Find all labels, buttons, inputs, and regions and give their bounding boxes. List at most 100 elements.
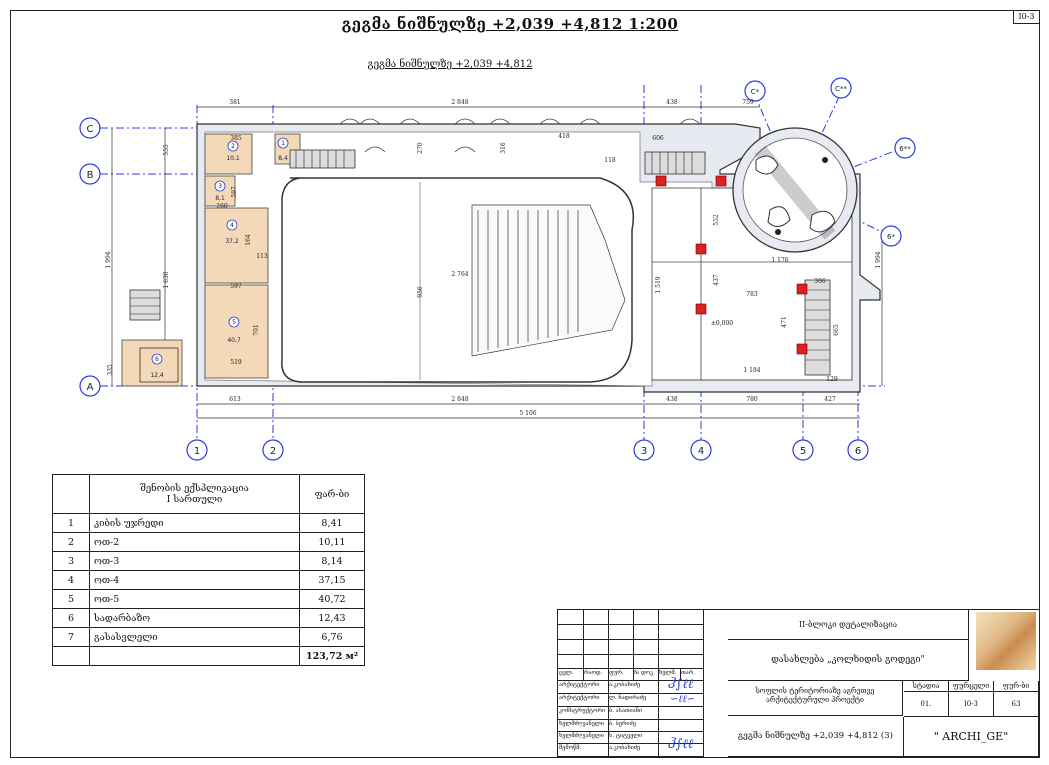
row-area: 37,15 xyxy=(299,570,365,590)
plan-subtitle: გეგმა ნიშნულზე +2,039 +4,812 xyxy=(367,59,533,70)
dim-text: 665 xyxy=(833,324,840,336)
tb-signature-cell xyxy=(658,744,704,757)
room-area: 37,2 xyxy=(225,238,239,245)
room-number: 1 xyxy=(281,140,285,147)
dim-text: 427 xyxy=(824,396,836,403)
room-number: 6 xyxy=(155,356,159,363)
dim-text: 555 xyxy=(163,144,170,156)
dim-text: 316 xyxy=(500,142,507,154)
dim-text: 118 xyxy=(604,157,616,164)
dim-text: 1 994 xyxy=(875,251,882,268)
dim-text: 2 848 xyxy=(451,99,468,106)
tb-project-group: II-ბლოკი დეტალიზაცია xyxy=(728,610,969,640)
axis-label-row: C xyxy=(87,124,94,135)
dim-text: 783 xyxy=(746,291,758,298)
dim-text: 437 xyxy=(713,274,720,286)
tb-sheets-label: ფურ-ბი xyxy=(994,681,1039,692)
room-area: 8,1 xyxy=(215,195,225,202)
total-empty xyxy=(52,646,90,666)
axis-label-row: A xyxy=(87,382,94,393)
dim-text: 164 xyxy=(245,234,252,246)
dim-text: 1 176 xyxy=(771,257,788,264)
firm-logo xyxy=(976,612,1036,670)
tb-sheet-title: გეგმა ნიშნულზე +2,039 +4,812 (3) xyxy=(728,717,904,757)
row-area: 10,11 xyxy=(299,532,365,552)
dim-text: 113 xyxy=(256,253,268,260)
row-name: გასასვლელი xyxy=(89,627,300,647)
tb-empty-cell xyxy=(633,640,659,655)
tb-empty-cell xyxy=(658,610,704,625)
dim-text: 1 519 xyxy=(655,276,662,293)
dim-text: 418 xyxy=(558,133,570,140)
total-area: 123,72 м² xyxy=(299,646,365,666)
dim-text: 759 xyxy=(742,99,754,106)
row-area: 8,41 xyxy=(299,513,365,533)
dim-text: 1 184 xyxy=(743,367,760,374)
axis-label-radial: C** xyxy=(835,85,847,93)
table-header-area: ფარ-ბი xyxy=(299,474,365,514)
tb-sheet-label: ფურცელი xyxy=(949,681,994,692)
tb-person-name: ა.კობახიძე xyxy=(608,681,659,694)
row-no: 4 xyxy=(52,570,90,590)
page-title: გეგმა ნიშნულზე +2,039 +4,812 1:200 xyxy=(341,15,679,33)
tb-empty-cell xyxy=(558,610,584,625)
dim-text: 385 xyxy=(230,135,242,142)
row-name: სადარბაზო xyxy=(89,608,300,628)
room-number: 5 xyxy=(232,319,236,326)
tb-empty-cell xyxy=(558,640,584,655)
tb-role-head: ფურ. xyxy=(608,669,634,681)
dim-text: 381 xyxy=(229,99,240,106)
tb-empty-cell xyxy=(633,610,659,625)
signature-mark: ჰ∫ℓℓ xyxy=(668,677,694,692)
dimension-texts: 381 2 848 438 759 613 2 848 438 780 427 … xyxy=(105,99,882,417)
tb-empty-cell xyxy=(583,610,609,625)
axis-label-row: B xyxy=(87,170,94,181)
dim-text: 780 xyxy=(746,396,758,403)
tb-sheet: I0-3 xyxy=(949,692,994,717)
tb-sheets: 63 xyxy=(994,692,1039,717)
row-no: 1 xyxy=(52,513,90,533)
tb-firm: " ARCHI_GE" xyxy=(904,717,1039,757)
axis-label-col: 1 xyxy=(194,446,200,457)
tb-signature-cell xyxy=(658,732,704,744)
dim-text: 597 xyxy=(231,186,238,198)
room-labels: 1 8,4 2 10,1 3 8,1 4 37,2 5 40,7 6 12,4 xyxy=(150,140,288,379)
axis-label-radial: C* xyxy=(751,88,760,96)
table-total-row: 123,72 м² xyxy=(52,646,365,666)
tb-role-head: თარ. xyxy=(680,669,704,681)
room-number: 3 xyxy=(218,183,222,190)
stair-treads xyxy=(130,150,830,361)
round-tower xyxy=(732,127,858,253)
tb-person-name: ა.კობახიძე xyxy=(608,744,659,757)
tb-empty-cell xyxy=(658,625,704,640)
row-no: 3 xyxy=(52,551,90,571)
tb-empty-cell xyxy=(558,625,584,640)
axis-label-radial: 6** xyxy=(899,145,911,153)
axis-label-col: 3 xyxy=(641,446,647,457)
row-no: 2 xyxy=(52,532,90,552)
dim-text: 613 xyxy=(229,396,241,403)
elevation-mark: ±0,000 xyxy=(711,320,733,327)
tb-person-role: ხელმძღვანელი xyxy=(558,732,609,744)
tb-empty-cell xyxy=(658,640,704,655)
title-block-info: II-ბლოკი დეტალიზაცია დასახლება „კოლხიდის… xyxy=(728,610,1039,757)
seating-rows xyxy=(471,204,626,357)
columns xyxy=(655,175,808,355)
dim-text: 519 xyxy=(230,359,242,366)
row-no: 5 xyxy=(52,589,90,609)
tb-object-name: დასახლება „კოლხიდის გოდეგი" xyxy=(728,640,969,681)
room-area: 10,1 xyxy=(226,155,240,162)
dim-text: 1 630 xyxy=(163,271,170,288)
tb-role-head: № დოკ. xyxy=(633,669,659,681)
room-area: 12,4 xyxy=(150,372,164,379)
table-header-cell xyxy=(52,474,90,514)
dim-text: 335 xyxy=(107,364,114,376)
dim-text: 552 xyxy=(713,214,720,226)
dim-text: 260 xyxy=(216,203,228,210)
tb-empty-cell xyxy=(633,625,659,640)
